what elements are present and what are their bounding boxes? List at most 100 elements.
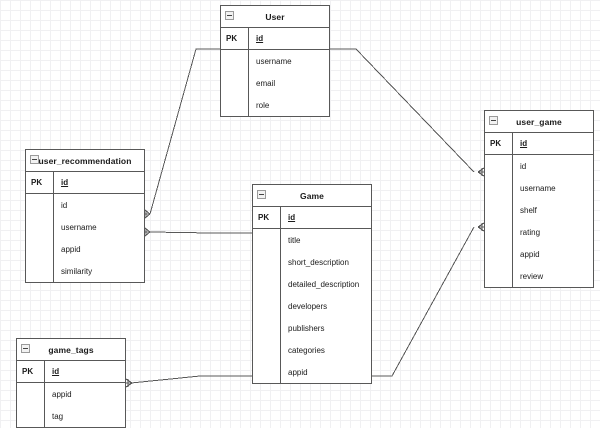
entity-row-attribute: appid (17, 383, 125, 405)
entity-title: game_tags (48, 344, 94, 355)
attribute-key (253, 361, 281, 383)
entity-game-tags[interactable]: game_tags PK id appid tag (16, 338, 126, 428)
entity-header-game-tags: game_tags (17, 339, 125, 361)
attribute-key (485, 265, 513, 287)
entity-row-attribute: title (253, 229, 371, 251)
entity-row-attribute: short_description (253, 251, 371, 273)
entity-row-attribute: tag (17, 405, 125, 427)
crowsfoot-user-recommendation-username (144, 209, 151, 219)
attribute-key (221, 50, 249, 72)
attribute-key (485, 177, 513, 199)
attribute-name: email (256, 78, 276, 88)
collapse-icon[interactable] (30, 155, 39, 164)
entity-row-pk: PK id (17, 361, 125, 383)
entity-header-game: Game (253, 185, 371, 207)
link-game-to-user-game (372, 226, 475, 377)
attribute-key (17, 383, 45, 405)
attribute-key (26, 216, 54, 238)
entity-row-attribute: rating (485, 221, 593, 243)
attribute-key (253, 251, 281, 273)
entity-row-pk: PK id (221, 28, 329, 50)
attribute-name: appid (61, 244, 81, 254)
entity-row-pk: PK id (253, 207, 371, 229)
entity-title: Game (299, 190, 325, 201)
crowsfoot-game-tags-appid (125, 378, 133, 388)
attribute-key (26, 260, 54, 282)
attribute-name: username (61, 222, 97, 232)
collapse-icon[interactable] (489, 116, 498, 125)
entity-user-game[interactable]: user_game PK id id username shelf rating… (484, 110, 594, 288)
entity-title: user_recommendation (38, 155, 132, 166)
attribute-key (485, 221, 513, 243)
attribute-name: publishers (288, 323, 325, 333)
entity-row-attribute: email (221, 72, 329, 94)
entity-header-user-game: user_game (485, 111, 593, 133)
pk-field: id (52, 367, 60, 376)
entity-row-attribute: similarity (26, 260, 144, 282)
entity-row-pk: PK id (485, 133, 593, 155)
attribute-name: title (288, 235, 301, 245)
entity-row-attribute: appid (485, 243, 593, 265)
collapse-icon[interactable] (257, 190, 266, 199)
attribute-name: id (61, 200, 68, 210)
attribute-key (253, 339, 281, 361)
entity-row-pk: PK id (26, 172, 144, 194)
entity-row-attribute: username (26, 216, 144, 238)
attribute-name: shelf (520, 205, 537, 215)
entity-game[interactable]: Game PK id title short_description detai… (252, 184, 372, 384)
pk-field: id (61, 178, 69, 187)
entity-row-attribute: categories (253, 339, 371, 361)
attribute-name: appid (288, 367, 308, 377)
attribute-key (17, 405, 45, 427)
link-user-to-user-game (330, 48, 475, 173)
collapse-icon[interactable] (21, 344, 30, 353)
attribute-name: role (256, 100, 270, 110)
entity-row-attribute: username (221, 50, 329, 72)
attribute-name: rating (520, 227, 541, 237)
entity-row-attribute: review (485, 265, 593, 287)
attribute-key (253, 229, 281, 251)
attribute-key (253, 295, 281, 317)
attribute-name: categories (288, 345, 325, 355)
link-game-to-user-recommendation-b (150, 213, 252, 233)
entity-row-attribute: id (26, 194, 144, 216)
attribute-name: appid (52, 389, 72, 399)
attribute-key (485, 243, 513, 265)
attribute-name: tag (52, 411, 64, 421)
entity-header-user-recommendation: user_recommendation (26, 150, 144, 172)
entity-row-attribute: publishers (253, 317, 371, 339)
entity-row-attribute: id (485, 155, 593, 177)
pk-label: PK (485, 133, 513, 154)
crowsfoot-user-recommendation-appid (144, 227, 151, 237)
entity-user-recommendation[interactable]: user_recommendation PK id id username ap… (25, 149, 145, 283)
entity-row-attribute: detailed_description (253, 273, 371, 295)
attribute-key (26, 238, 54, 260)
pk-field: id (520, 139, 528, 148)
attribute-key (253, 317, 281, 339)
pk-field: id (256, 34, 264, 43)
attribute-key (221, 94, 249, 116)
attribute-key (253, 273, 281, 295)
link-user-to-user-recommendation (149, 48, 220, 215)
pk-label: PK (253, 207, 281, 228)
attribute-name: review (520, 271, 544, 281)
link-game-to-user-recommendation (149, 231, 252, 234)
link-game-to-user-game-upper (372, 227, 474, 233)
entity-header-user: User (221, 6, 329, 28)
attribute-key (485, 199, 513, 221)
attribute-name: username (256, 56, 292, 66)
entity-row-attribute: shelf (485, 199, 593, 221)
entity-row-attribute: role (221, 94, 329, 116)
attribute-name: detailed_description (288, 279, 360, 289)
link-game-to-game-tags (130, 375, 252, 384)
attribute-name: developers (288, 301, 328, 311)
pk-field: id (288, 213, 296, 222)
attribute-name: id (520, 161, 527, 171)
entity-user[interactable]: User PK id username email role (220, 5, 330, 117)
collapse-icon[interactable] (225, 11, 234, 20)
entity-row-attribute: username (485, 177, 593, 199)
entity-row-attribute: developers (253, 295, 371, 317)
entity-row-attribute: appid (26, 238, 144, 260)
attribute-name: appid (520, 249, 540, 259)
